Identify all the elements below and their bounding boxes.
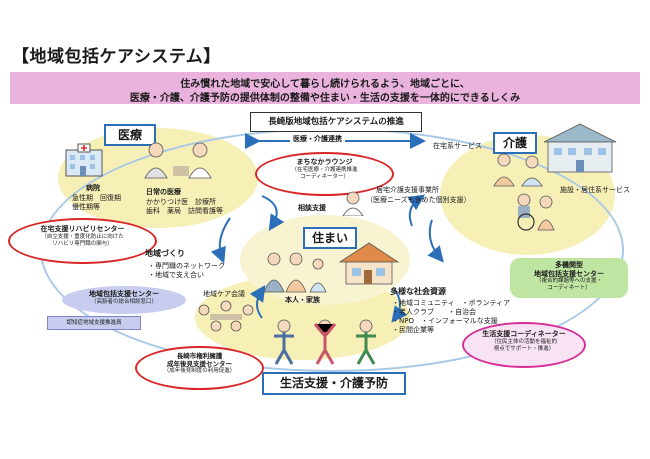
page-title: 【地域包括ケアシステム】 — [12, 47, 221, 67]
social-resource-2: ・老人クラブ ・自治会 — [392, 308, 476, 316]
community-item-1: ・専門職のネットワーク — [148, 262, 225, 270]
dementia-support-box: 認知症地域支援推進員 — [47, 316, 141, 330]
social-resource-3: ・NPO ・インフォーマルな支援 — [392, 317, 498, 325]
houkatsu-center: 地域包括支援センター （高齢者の総合相談窓口） — [62, 286, 186, 314]
hospital-icon — [65, 143, 103, 177]
houkatsu-title: 地域包括支援センター — [89, 290, 159, 298]
category-living-support: 生活支援・介護予防 — [262, 372, 406, 395]
rehab-title: 在宅支援リハビリセンター — [40, 225, 125, 233]
multi-agency-center: 多機関型 地域包括支援センター （複合的課題等への支援・ コーディネート） — [510, 258, 628, 298]
system-title: 長崎版地域包括ケアシステムの推進 — [250, 112, 422, 132]
consult-label: 相談支援 — [298, 204, 326, 212]
kenri-sub: （成年後見制度の利用促進） — [163, 368, 236, 374]
social-resources-title: 多様な社会資源 — [390, 287, 446, 296]
rehab-center: 在宅支援リハビリセンター （自立支援・重度化防止に向けた リハビリ専門職の関与） — [8, 218, 157, 264]
home-care-icon — [493, 153, 543, 187]
machinaka-sub-1: （在宅医療・介護連携推進 — [291, 167, 358, 173]
arrow-left-mid — [210, 217, 231, 264]
arrow-bottom-right — [391, 289, 408, 323]
machinaka-title: まちなかラウンジ — [296, 158, 353, 166]
arrow-bottom-left — [249, 285, 266, 319]
renkei-label: 医療・介護連携 — [290, 135, 345, 144]
hospital-item-1: 急性期 回復期 — [72, 194, 121, 202]
consultant-icon — [342, 191, 364, 216]
arrow-right-top — [407, 194, 425, 227]
houkatsu-sub: （高齢者の総合相談窓口） — [90, 298, 157, 305]
family-icon — [263, 252, 327, 293]
coordinator-sub-2: 視点でサポート・推進） — [493, 346, 555, 352]
rights-advocacy-center: 長崎市権利擁護 成年後見支援センター （成年後見制度の利用促進） — [135, 346, 264, 390]
machinaka-sub-2: コーディネーター） — [299, 174, 350, 180]
machinaka-lounge: まちなかラウンジ （在宅医療・介護連携推進 コーディネーター） — [255, 152, 394, 196]
home-services-label: 在宅系サービス — [433, 142, 482, 150]
arrow-right-mid — [427, 219, 444, 263]
arrow-left-top — [261, 195, 285, 232]
multi-center-sub-2: コーディネート） — [547, 284, 591, 291]
kenri-line-1: 長崎市権利擁護 — [176, 352, 223, 360]
community-care-meeting-label: 地域ケア会議 — [203, 290, 245, 298]
meeting-icon — [198, 300, 254, 332]
daily-care-label: 日常の医療 — [146, 188, 181, 196]
care-manager-sub: （医療ニーズも含めた個別支援） — [366, 196, 471, 204]
wheelchair-icon — [517, 193, 555, 231]
doctor-patient-icon — [144, 142, 212, 179]
multi-center-line-2: 地域包括支援センター — [534, 269, 604, 278]
social-resource-1: ・地域コミュニティ ・ボランティア — [392, 299, 511, 307]
category-care: 介護 — [493, 132, 537, 154]
community-building-title: 地域づくり — [145, 249, 185, 258]
multi-center-line-1: 多機関型 — [555, 261, 583, 269]
person-family-label: 本人・家族 — [285, 296, 320, 304]
concept-banner: 住み慣れた地域で安心して暮らし続けられるよう、地域ごとに、 医療・介護、介護予防… — [10, 72, 640, 104]
dementia-support-label: 認知症地域支援推進員 — [66, 320, 122, 326]
exercise-people-icon — [274, 319, 376, 365]
care-facility-icon — [543, 123, 617, 173]
category-medical: 医療 — [104, 124, 156, 146]
rehab-sub-2: リハビリ専門職の関与） — [52, 241, 113, 247]
care-manager-title: 居宅介護支援事業所 — [376, 186, 439, 194]
multi-center-sub-1: （複合的課題等への支援・ — [535, 278, 602, 284]
hospital-label: 病院 — [86, 184, 100, 192]
category-housing: 住まい — [303, 227, 357, 249]
social-resource-4: ・民間企業等 — [392, 326, 434, 334]
house-icon — [338, 242, 400, 285]
daily-care-item-1: かかりつけ医 診療所 — [146, 198, 217, 206]
life-support-coordinator: 生活支援コーディネーター （住民主体の活動を福祉的 視点でサポート・推進） — [462, 322, 586, 368]
banner-line-1: 住み慣れた地域で安心して暮らし続けられるよう、地域ごとに、 — [180, 79, 470, 90]
hospital-item-2: 慢性期等 — [72, 203, 100, 211]
banner-line-2: 医療・介護、介護予防の提供体制の整備や住まい・生活の支援を一体的にできるしくみ — [129, 93, 521, 104]
coordinator-sub-1: （住民主体の活動を福祉的 — [490, 339, 557, 345]
rehab-sub-1: （自立支援・重度化防止に向けた — [41, 234, 124, 240]
community-item-2: ・地域で支え合い — [148, 271, 204, 279]
facility-services-label: 施設・居住系サービス — [560, 186, 630, 194]
daily-care-item-2: 歯科 薬局 訪問看護等 — [146, 207, 223, 215]
coordinator-title: 生活支援コーディネーター — [482, 330, 566, 338]
kenri-line-2: 成年後見支援センター — [167, 360, 232, 368]
